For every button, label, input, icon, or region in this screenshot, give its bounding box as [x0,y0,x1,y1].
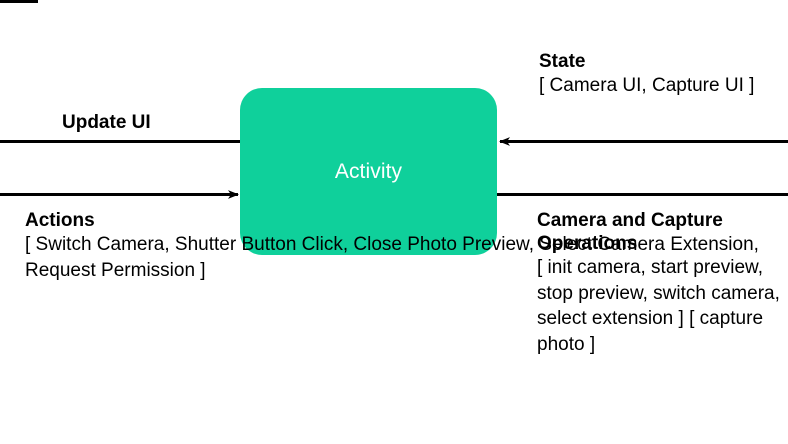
activity-node[interactable]: Activity [240,88,497,255]
edge-label-camera-operations-title-line2: Operations [537,233,638,254]
edge-label-update-ui-text: Update UI [62,112,151,133]
edge-label-camera-operations-items: [ init camera, start preview, stop previ… [537,257,780,355]
edge-label-actions-title: Actions [25,210,95,231]
edge-label-state: State [ Camera UI, Capture UI ] [539,50,754,99]
crop-artifact-bar [0,0,38,3]
edge-label-camera-operations-title-line1: Camera and Capture [537,210,723,231]
edge-label-actions: Actions [ Switch Camera, Shutter Button … [25,209,788,283]
activity-node-label: Activity [334,160,403,183]
edge-label-camera-operations: Camera and Capture Operations [ init cam… [537,209,788,357]
edge-label-state-title: State [539,51,586,72]
edge-label-update-ui: Update UI [62,111,151,134]
edge-label-actions-items: [ Switch Camera, Shutter Button Click, C… [25,234,759,281]
edge-label-state-items: [ Camera UI, Capture UI ] [539,75,755,96]
